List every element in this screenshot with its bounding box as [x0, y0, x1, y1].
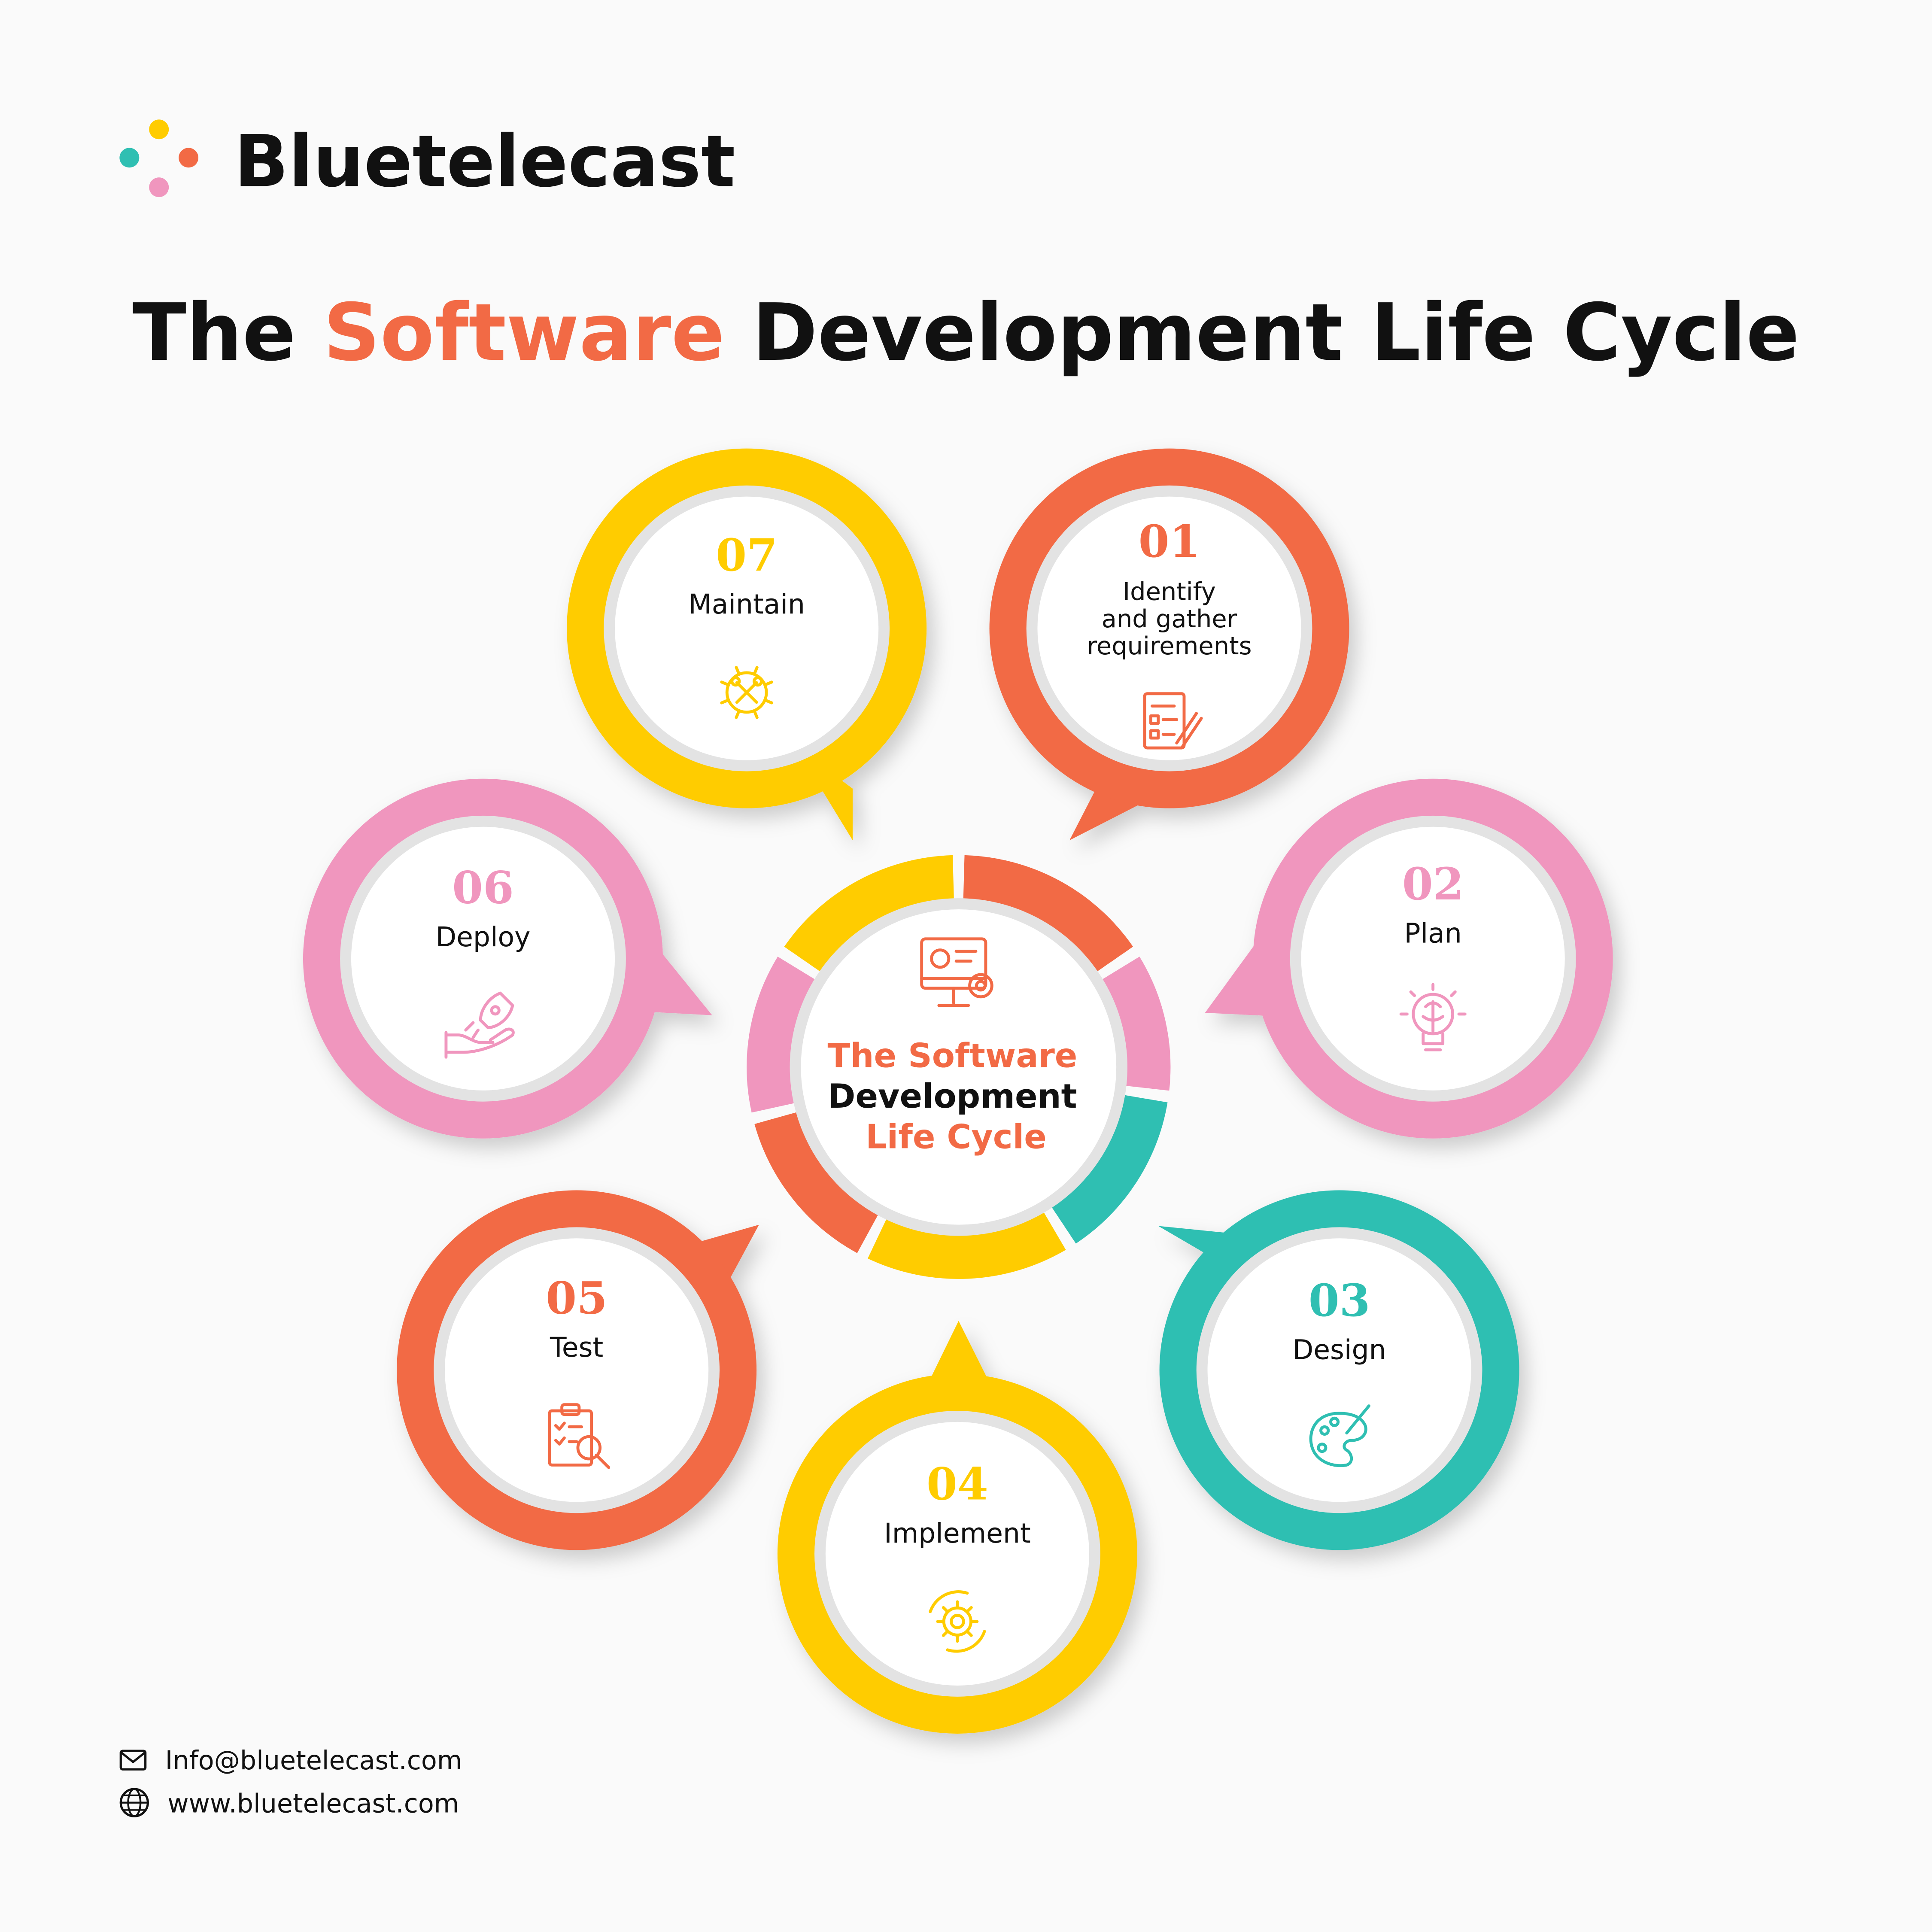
clipboard-search-icon	[548, 1403, 611, 1469]
email-icon	[119, 1750, 147, 1771]
title-highlight: Software	[323, 287, 725, 379]
logo-dot-pink	[149, 177, 169, 197]
center-title-line3: Life Cycle	[866, 1118, 1047, 1157]
bubble-inner	[1207, 1238, 1471, 1502]
bubble-inner	[1037, 496, 1301, 760]
step-label: and gather	[1102, 605, 1237, 633]
step-label: Implement	[884, 1517, 1031, 1549]
bubble-inner	[825, 1422, 1089, 1686]
computer-settings-icon	[920, 937, 993, 1007]
paint-palette-icon	[1309, 1404, 1370, 1467]
step-number: 03	[1309, 1275, 1370, 1327]
email-text[interactable]: Info@bluetelecast.com	[165, 1746, 462, 1776]
brain-lightbulb-icon	[1399, 983, 1467, 1051]
step-label: Plan	[1404, 917, 1462, 949]
requirements-document-icon	[1143, 692, 1203, 750]
step-number: 05	[546, 1272, 608, 1324]
bubble-inner	[1301, 826, 1565, 1091]
step-label: Maintain	[688, 588, 805, 620]
step-number: 01	[1139, 516, 1200, 568]
center-ring	[747, 855, 1171, 1279]
ring-segment-7	[784, 855, 954, 972]
ring-segment-2	[1101, 957, 1171, 1091]
center-content: The Software Development Life Cycle	[828, 937, 1078, 1157]
rocket-hand-icon	[444, 991, 515, 1059]
contact-info: Info@bluetelecast.com www.bluetelecast.c…	[119, 1746, 462, 1819]
website-text[interactable]: www.bluetelecast.com	[167, 1789, 459, 1819]
title-part1: The	[133, 287, 324, 379]
center-inner	[801, 909, 1117, 1225]
step-label: Test	[550, 1331, 603, 1363]
ring-segment-5	[754, 1112, 879, 1253]
step-label: Design	[1293, 1334, 1386, 1365]
step-number: 06	[452, 862, 514, 914]
bubble-inner	[615, 496, 879, 760]
step-label: Identify	[1123, 577, 1216, 606]
ring-segment-1	[963, 855, 1133, 972]
center-title-line1: The Software	[828, 1036, 1078, 1075]
step-number: 07	[716, 529, 778, 581]
bubble-inner	[351, 826, 615, 1091]
logo: Bluetelecast	[119, 119, 735, 203]
page-title: The Software Development Life Cycle	[133, 287, 1800, 379]
title-part2: Development Life Cycle	[725, 287, 1799, 379]
ring-segment-6	[747, 957, 816, 1113]
gear-cycle-icon	[929, 1590, 986, 1653]
center-title-line2: Development	[828, 1077, 1077, 1116]
logo-dot-yellow	[149, 119, 169, 140]
logo-dot-teal	[119, 148, 140, 168]
ring-segment-4	[868, 1211, 1066, 1279]
step-number: 02	[1402, 858, 1464, 910]
brand-name: Bluetelecast	[234, 120, 735, 203]
ring-segment-3	[1051, 1094, 1168, 1244]
tools-gear-icon	[720, 666, 773, 719]
step-number: 04	[927, 1458, 988, 1510]
bubble-inner	[445, 1238, 709, 1502]
logo-dot-orange	[179, 148, 199, 168]
step-label: requirements	[1087, 632, 1252, 660]
globe-icon	[119, 1788, 149, 1817]
step-label: Deploy	[435, 921, 530, 953]
